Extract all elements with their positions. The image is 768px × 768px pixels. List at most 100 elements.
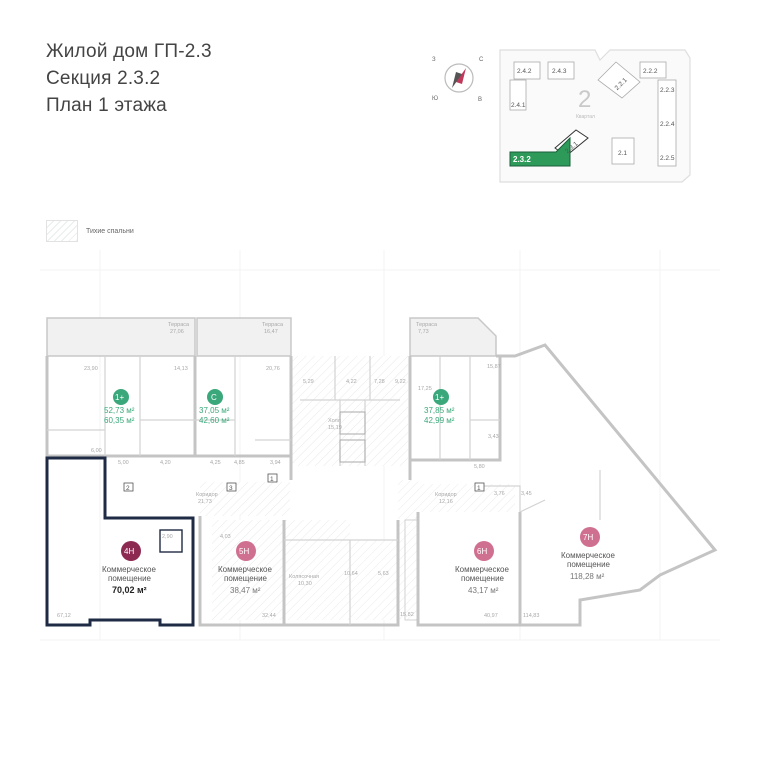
commercial-4h[interactable]: 4Н Коммерческое помещение 70,02 м² 2,90 … — [57, 534, 173, 619]
terrace-2-area: 16,47 — [264, 329, 278, 335]
key-block-221 — [597, 61, 641, 99]
commercial-5h-room-1: 4,03 — [220, 534, 231, 540]
hall-area: 15,19 — [328, 425, 342, 431]
marker-2: 3 — [229, 485, 233, 492]
room-area-18: 3,76 — [494, 491, 505, 497]
commercial-5h-code: 5Н — [239, 547, 249, 556]
commercial-4h-area: 70,02 м² — [112, 585, 147, 595]
elevator-1 — [339, 411, 366, 435]
room-area-6: 4,20 — [160, 460, 171, 466]
room-area-12: 7,28 — [374, 379, 385, 385]
commercial-4h-label-1: Коммерческое — [102, 565, 156, 574]
key-label-232-active: 2.3.2 — [513, 155, 531, 164]
key-block-242 — [513, 61, 541, 80]
room-area-17: 5,80 — [474, 464, 485, 470]
mid-partitions — [284, 539, 398, 625]
commercial-4h-room-2: 67,12 — [57, 613, 71, 619]
apartment-1[interactable]: 1+ 52,73 м² 60,35 м² — [104, 389, 135, 425]
apartment-3[interactable]: 1+ 37,85 м² 42,99 м² — [424, 389, 455, 425]
quiet-bedroom-zones — [200, 356, 515, 620]
apartment-2-living: 37,05 м² — [199, 406, 230, 415]
6h-partitions — [480, 485, 521, 512]
compass-west: З — [432, 57, 436, 63]
commercial-6h-room-1: 40,97 — [484, 613, 498, 619]
compass: С Ю З В — [432, 57, 484, 103]
corridor-right-area: 12,16 — [439, 499, 453, 505]
room-area-14: 17,25 — [418, 386, 432, 392]
compass-north: С — [479, 57, 484, 63]
apartment-1-total: 60,35 м² — [104, 416, 135, 425]
terrace-1 — [46, 317, 196, 357]
commercial-7h-label-1: Коммерческое — [561, 551, 615, 560]
marker-box-1 — [123, 482, 134, 492]
apt2-partitions — [195, 356, 291, 456]
apartment-3-type: 1+ — [435, 393, 444, 402]
compass-arrow-north — [456, 68, 466, 84]
terrace-3-label: Терраса — [416, 322, 438, 328]
apartment-1-type: 1+ — [115, 393, 124, 402]
commercial-6h-code: 6Н — [477, 547, 487, 556]
terrace-2-label: Терраса — [262, 322, 284, 328]
apartment-2-badge — [207, 389, 223, 405]
apartment-3-total: 42,99 м² — [424, 416, 455, 425]
key-block-232-active — [509, 136, 571, 167]
building-title: Жилой дом ГП-2.3 — [46, 41, 212, 62]
key-label-225: 2.2.5 — [660, 155, 675, 162]
room-area-1: 23,90 — [84, 366, 98, 372]
key-label-223: 2.2.3 — [660, 87, 675, 94]
key-label-21: 2.1 — [618, 150, 627, 157]
room-area-4: 6,00 — [91, 448, 102, 454]
common-labels: Холл 15,19 Коридор 21,73 Коридор 12,16 К… — [196, 418, 457, 580]
key-block-222 — [639, 61, 667, 79]
compass-arrow-south — [452, 72, 462, 88]
key-plan: 2 Квартал 2.4.2 2.4.3 2.2.1 2.2.2 2.2.3 … — [499, 49, 691, 183]
hall-label: Холл — [328, 418, 341, 424]
apartment-2[interactable]: С 37,05 м² 42,60 м² — [199, 389, 230, 425]
core-partitions — [300, 356, 400, 466]
commercial-7h[interactable]: 7Н Коммерческое помещение 118,28 м² 114,… — [523, 527, 615, 619]
room-small-hatched — [350, 540, 398, 620]
commercial-6h-label-2: помещение — [461, 574, 505, 583]
apt1-partitions — [47, 356, 195, 456]
commercial-4h-label-2: помещение — [108, 574, 152, 583]
wall-mid-lower — [284, 520, 400, 627]
commercial-5h[interactable]: 5Н Коммерческое помещение 38,47 м² 4,03 … — [218, 534, 276, 619]
room-area-23: 15,82 — [400, 612, 414, 618]
commercial-5h-label-2: помещение — [224, 574, 268, 583]
commercial-4h-outline[interactable] — [45, 456, 195, 627]
wall-6h — [416, 512, 522, 627]
room-area-13: 9,22 — [395, 379, 406, 385]
compass-east: В — [478, 97, 482, 103]
wall-7h — [500, 343, 718, 627]
commercial-5h-label-1: Коммерческое — [218, 565, 272, 574]
apartment-2-type: С — [211, 393, 217, 402]
room-area-9: 3,94 — [270, 460, 281, 466]
corridor-right-label: Коридор — [435, 492, 457, 498]
terrace-3-area: 7,73 — [418, 329, 429, 335]
wall-5h — [198, 516, 286, 627]
title-block: Жилой дом ГП-2.3 Секция 2.3.2 План 1 эта… — [46, 38, 212, 119]
wall-apt3 — [408, 354, 502, 462]
key-building-caption: Квартал — [576, 114, 595, 120]
apartment-3-badge — [433, 389, 449, 405]
stroller-room-hatched — [282, 520, 350, 620]
legend: Тихие спальни — [46, 220, 134, 242]
commercial-6h-label-1: Коммерческое — [455, 565, 509, 574]
room-area-11: 4,22 — [346, 379, 357, 385]
commercial-7h-badge — [580, 527, 600, 547]
commercial-6h-badge — [474, 541, 494, 561]
commercial-7h-room-1: 114,83 — [523, 613, 539, 619]
terrace-1-area: 27,06 — [170, 329, 184, 335]
stroller-room-label: Колясочная — [289, 574, 319, 580]
commercial-5h-room-2: 32,44 — [262, 613, 276, 619]
key-block-21 — [611, 137, 635, 165]
corridor-left-hatched — [200, 482, 290, 516]
key-block-241 — [509, 79, 527, 111]
key-label-241: 2.4.1 — [511, 102, 526, 109]
key-label-242: 2.4.2 — [517, 68, 532, 75]
commercial-6h[interactable]: 6Н Коммерческое помещение 43,17 м² 40,97 — [455, 541, 509, 619]
room-area-2: 14,13 — [174, 366, 188, 372]
commercial-5h-badge — [236, 541, 256, 561]
key-building-number: 2 — [578, 86, 591, 113]
